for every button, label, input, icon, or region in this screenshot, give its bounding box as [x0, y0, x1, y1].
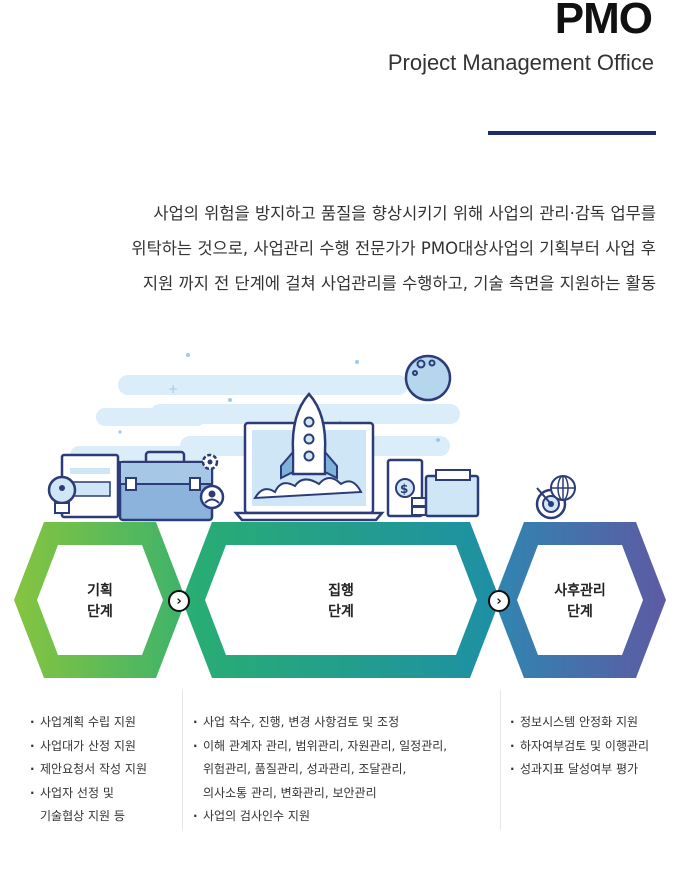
planning-task-list: 사업계획 수립 지원 사업대가 산정 지원 제안요청서 작성 지원 사업자 선정… [30, 711, 147, 829]
svg-text:$: $ [400, 482, 408, 496]
folder-icon [424, 469, 480, 518]
list-item: 사업의 검사인수 지원 [193, 805, 447, 829]
list-item: 이해 관계자 관리, 범위관리, 자원관리, 일정관리,위험관리, 품질관리, … [193, 735, 447, 806]
stage-label-execution: 집행 단계 [306, 581, 376, 623]
stage-subtitle: 단계 [87, 604, 113, 620]
intro-line: 위탁하는 것으로, 사업관리 수행 전문가가 PMO대상사업의 기획부터 사업 … [131, 239, 656, 258]
list-item: 성과지표 달성여부 평가 [510, 758, 649, 782]
stage-title: 사후관리 [554, 583, 606, 599]
person-icon [199, 484, 225, 510]
stage-title: 기획 [87, 583, 113, 599]
svg-text:+: + [168, 382, 178, 396]
rocket-icon [280, 392, 338, 480]
gear-icon [201, 453, 219, 471]
briefcase-icon [118, 450, 214, 522]
execution-task-list: 사업 착수, 진행, 변경 사항검토 및 조정 이해 관계자 관리, 범위관리,… [193, 711, 447, 829]
hexagon-stage-execution [182, 522, 500, 678]
list-item: 사업 착수, 진행, 변경 사항검토 및 조정 [193, 711, 447, 735]
column-divider [500, 690, 501, 830]
stage-subtitle: 단계 [567, 604, 593, 620]
list-item: 사업대가 산정 지원 [30, 735, 147, 759]
globe-icon [550, 475, 576, 501]
intro-line: 사업의 위험을 방지하고 품질을 향상시키기 위해 사업의 관리·감독 업무를 [153, 204, 656, 223]
followup-task-list: 정보시스템 안정화 지원 하자여부검토 및 이행관리 성과지표 달성여부 평가 [510, 711, 649, 782]
next-arrow-icon: › [488, 590, 510, 612]
intro-paragraph: 사업의 위험을 방지하고 품질을 향상시키기 위해 사업의 관리·감독 업무를 … [20, 196, 656, 301]
moon-icon [404, 354, 452, 402]
page-subtitle: Project Management Office [387, 50, 654, 75]
stage-label-planning: 기획 단계 [70, 581, 130, 623]
list-item: 하자여부검토 및 이행관리 [510, 735, 649, 759]
page-title: PMO [554, 0, 653, 43]
list-item: 제안요청서 작성 지원 [30, 758, 147, 782]
stage-subtitle: 단계 [328, 604, 354, 620]
lightbulb-icon [47, 475, 77, 514]
stage-title: 집행 [328, 583, 354, 599]
stage-label-followup: 사후관리 단계 [535, 581, 625, 623]
next-arrow-icon: › [168, 590, 190, 612]
list-item: 정보시스템 안정화 지원 [510, 711, 649, 735]
column-divider [182, 690, 183, 830]
title-underline [488, 131, 656, 135]
list-item: 사업계획 수립 지원 [30, 711, 147, 735]
intro-line: 지원 까지 전 단계에 걸쳐 사업관리를 수행하고, 기술 측면을 지원하는 활… [142, 274, 656, 293]
